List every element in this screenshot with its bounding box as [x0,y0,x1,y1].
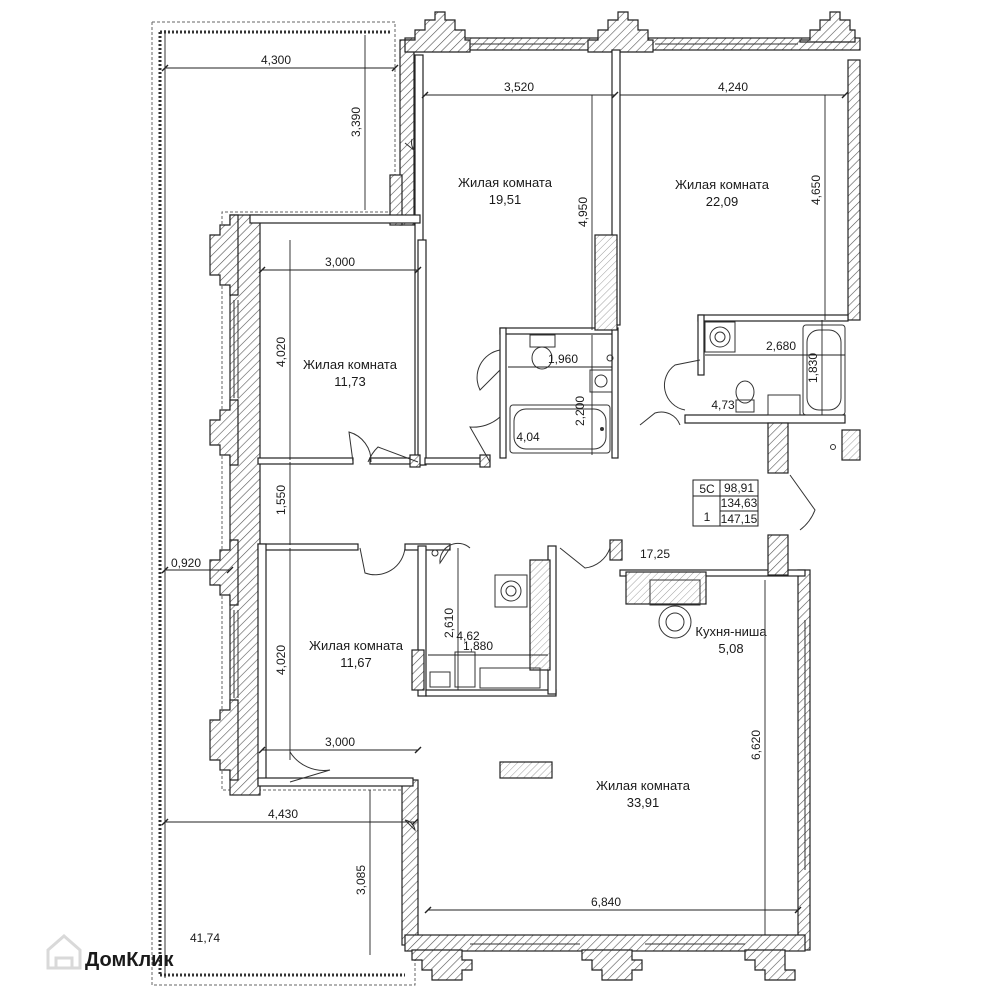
dimension-label: 4,240 [718,80,748,94]
sink-icon [589,369,613,393]
dimension-label: 4,300 [261,53,291,67]
dimension-label: 3,000 [325,255,355,269]
house-logo-icon [46,934,82,970]
windows [233,43,806,945]
bath-area: 4,04 [516,430,540,444]
dimension-label: 2,680 [766,339,796,353]
bath-area: 4,62 [456,629,480,643]
dimension-label: 6,840 [591,895,621,909]
room-name: Жилая комната [303,357,398,372]
room-name: Жилая комната [675,177,770,192]
dimension-label: 1,960 [548,352,578,366]
washer-icon [704,321,736,353]
total-with-terrace: 147,15 [721,512,758,526]
interior-walls [249,49,849,787]
dimension-label: 1,880 [463,639,493,653]
apartment-tag: 5С 1 98,91 134,63 147,15 [692,479,759,527]
apartment-type: 5С [699,482,715,496]
shafts [499,234,861,779]
dimension-label: 1,830 [806,353,820,383]
bathtub-icon [509,404,611,454]
dimension-label: 4,650 [809,175,823,205]
dimension-label: 0,920 [171,556,201,570]
pilasters [209,11,856,981]
dimension-label: 4,020 [274,645,288,675]
doors [289,138,816,832]
washer-icon-3 [494,574,528,608]
toilet-icon [529,334,556,348]
bath-area: 4,73 [711,398,735,412]
watermark: ДомКлик [46,934,174,971]
room-area: 33,91 [627,795,660,810]
room-name: Жилая комната [458,175,553,190]
room-area: 19,51 [489,192,522,207]
room-name: Жилая комната [596,778,691,793]
room-area: 11,73 [334,374,366,389]
dimension-label: 2,200 [573,396,587,426]
dimension-label: 3,520 [504,80,534,94]
terrace [151,21,416,986]
sink-icon-2 [767,394,801,416]
room-labels: Жилая комната 19,51 Жилая комната 22,09 … [190,175,770,945]
dimension-label: 3,085 [354,865,368,895]
room-name: Кухня-ниша [695,624,767,639]
dimension-label: 4,430 [268,807,298,821]
dimension-ticks [161,64,849,914]
total-area: 134,63 [721,496,758,510]
room-area: 11,67 [340,655,372,670]
apartment-floor: 1 [704,510,711,524]
room-area: 5,08 [718,641,743,656]
room-area: 22,09 [706,194,739,209]
kitchen-sink-icon [658,605,692,639]
room-name: Жилая комната [309,638,404,653]
terrace-area: 41,74 [190,931,220,945]
dimension-label: 3,390 [349,107,363,137]
dimension-label: 4,950 [576,197,590,227]
dimension-label: 1,550 [274,485,288,515]
dimension-labels: 4,300 3,390 3,520 4,240 4,950 4,650 3,00… [171,53,823,909]
watermark-text: ДомКлик [85,949,174,971]
hall-area: 17,25 [640,547,670,561]
dimension-label: 4,020 [274,337,288,367]
toilet-icon-3 [454,651,476,688]
toilet-icon-2 [735,380,755,404]
fixtures [429,321,846,689]
dimension-label: 2,610 [442,608,456,638]
dimension-lines [165,35,845,955]
living-area: 98,91 [724,481,754,495]
dimension-label: 3,000 [325,735,355,749]
dimension-label: 6,620 [749,730,763,760]
bathtub-icon-2 [802,324,846,416]
